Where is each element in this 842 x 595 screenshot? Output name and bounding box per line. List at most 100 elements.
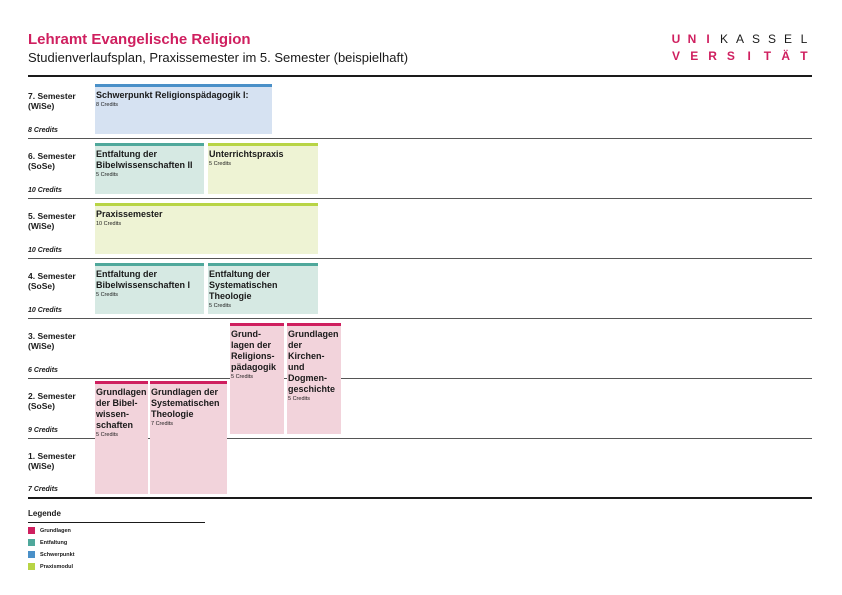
logo-letter: N [687, 32, 697, 46]
legend-label: Schwerpunkt [40, 551, 75, 558]
semester-number: 4. Semester [28, 271, 76, 281]
module-credits: 8 Credits [96, 102, 119, 108]
logo-letter: E [783, 32, 792, 46]
module-grundlagen-kirchen-dogmengeschichte: Grundlagen der Kirchen- und Dogmen- gesc… [287, 323, 341, 434]
module-credits: 5 Credits [288, 396, 311, 402]
semester-number: 6. Semester [28, 151, 76, 161]
semester-credits-1: 7 Credits [28, 486, 58, 493]
module-entfaltung-bibelwissenschaften-2: Entfaltung der Bibelwissenschaften II 5 … [95, 143, 204, 194]
semester-label-1: 1. Semester (WiSe) [28, 451, 76, 471]
semester-label-5: 5. Semester (WiSe) [28, 211, 76, 231]
module-title: Entfaltung der Bibelwissenschaften I [96, 269, 191, 290]
semester-credits-6: 10 Credits [28, 187, 62, 194]
semester-number: 2. Semester [28, 391, 76, 401]
legend-swatch [28, 539, 35, 546]
semester-number: 5. Semester [28, 211, 76, 221]
module-schwerpunkt-religionspaedagogik-1: Schwerpunkt Religionspädagogik I: 8 Cred… [95, 84, 272, 134]
bottom-divider [28, 497, 812, 499]
semester-label-3: 3. Semester (WiSe) [28, 331, 76, 351]
legend-item-praxismodul: Praxismodul [28, 563, 73, 570]
logo-letter: T [763, 49, 772, 63]
semester-term: (WiSe) [28, 341, 55, 351]
semester-label-2: 2. Semester (SoSe) [28, 391, 76, 411]
logo-letter: V [671, 49, 680, 63]
page-title: Lehramt Evangelische Religion [28, 31, 251, 48]
logo-letter: U [671, 32, 681, 46]
semester-term: (SoSe) [28, 161, 55, 171]
module-credits: 5 Credits [96, 172, 119, 178]
legend-swatch [28, 563, 35, 570]
module-title: Entfaltung der Bibelwissenschaften II [96, 149, 193, 170]
legend-label: Praxismodul [40, 563, 74, 570]
legend-title: Legende [28, 509, 61, 518]
module-title: Praxissemester [96, 209, 163, 219]
legend-swatch [28, 551, 35, 558]
module-title: Unterrichtspraxis [209, 149, 284, 159]
module-title: Grundlagen der Bibel- wissen- schaften [96, 387, 147, 430]
logo-letter: K [719, 32, 728, 46]
module-credits: 5 Credits [231, 374, 254, 380]
logo-letter: L [800, 32, 808, 46]
module-credits: 5 Credits [209, 303, 232, 309]
legend-item-grundlagen: Grundlagen [28, 527, 71, 534]
logo-letter: T [800, 49, 808, 63]
logo-letter: S [751, 32, 760, 46]
module-grundlagen-bibelwissenschaften: Grundlagen der Bibel- wissen- schaften 5… [95, 381, 148, 494]
semester-term: (SoSe) [28, 281, 55, 291]
semester-divider [28, 258, 812, 259]
module-title: Grundlagen der Kirchen- und Dogmen- gesc… [288, 329, 339, 394]
module-credits: 5 Credits [96, 292, 119, 298]
logo-letter: A [735, 32, 744, 46]
module-unterrichtspraxis: Unterrichtspraxis 5 Credits [208, 143, 318, 194]
logo-letter: Ä [781, 49, 791, 63]
module-title: Entfaltung der Systematischen Theologie [209, 269, 278, 301]
semester-label-6: 6. Semester (SoSe) [28, 151, 76, 171]
module-praxissemester: Praxissemester 10 Credits [95, 203, 318, 254]
module-entfaltung-bibelwissenschaften-1: Entfaltung der Bibelwissenschaften I 5 C… [95, 263, 204, 314]
module-credits: 10 Credits [96, 221, 122, 227]
logo-letter: I [706, 32, 710, 46]
module-credits: 7 Credits [151, 421, 174, 427]
legend-divider [28, 522, 205, 523]
semester-divider [28, 198, 812, 199]
legend-item-entfaltung: Entfaltung [28, 539, 67, 546]
logo-row-top: U N I K A S S E L [668, 31, 812, 48]
logo-letter: E [690, 49, 699, 63]
semester-credits-4: 10 Credits [28, 307, 62, 314]
top-divider [28, 75, 812, 77]
module-title: Grundlagen der Systematischen Theologie [151, 387, 220, 419]
semester-label-4: 4. Semester (SoSe) [28, 271, 76, 291]
university-logo: U N I K A S S E L V E R S I T Ä T [668, 31, 812, 65]
semester-divider [28, 138, 812, 139]
semester-divider [28, 318, 812, 319]
semester-credits-5: 10 Credits [28, 247, 62, 254]
logo-letter: S [767, 32, 776, 46]
semester-credits-7: 8 Credits [28, 127, 58, 134]
logo-row-bottom: V E R S I T Ä T [668, 48, 812, 65]
semester-credits-2: 9 Credits [28, 427, 58, 434]
module-credits: 5 Credits [209, 161, 232, 167]
semester-number: 3. Semester [28, 331, 76, 341]
semester-credits-3: 6 Credits [28, 367, 58, 374]
module-entfaltung-systematische-theologie: Entfaltung der Systematischen Theologie … [208, 263, 318, 314]
legend-swatch [28, 527, 35, 534]
semester-number: 7. Semester [28, 91, 76, 101]
legend-item-schwerpunkt: Schwerpunkt [28, 551, 75, 558]
logo-letter: S [726, 49, 735, 63]
semester-label-7: 7. Semester (WiSe) [28, 91, 76, 111]
legend-label: Grundlagen [40, 527, 71, 534]
semester-term: (WiSe) [28, 461, 55, 471]
semester-divider [28, 438, 812, 439]
module-title: Schwerpunkt Religionspädagogik I: [96, 90, 249, 100]
page-subtitle: Studienverlaufsplan, Praxissemester im 5… [28, 50, 409, 65]
semester-number: 1. Semester [28, 451, 76, 461]
module-title: Grund- lagen der Religions- pädagogik [231, 329, 277, 372]
logo-letter: R [708, 49, 717, 63]
module-credits: 5 Credits [96, 432, 119, 438]
module-grundlagen-systematische-theologie: Grundlagen der Systematischen Theologie … [150, 381, 227, 494]
semester-term: (SoSe) [28, 401, 55, 411]
legend-label: Entfaltung [40, 539, 68, 546]
semester-term: (WiSe) [28, 101, 55, 111]
semester-term: (WiSe) [28, 221, 55, 231]
semester-divider [28, 378, 812, 379]
